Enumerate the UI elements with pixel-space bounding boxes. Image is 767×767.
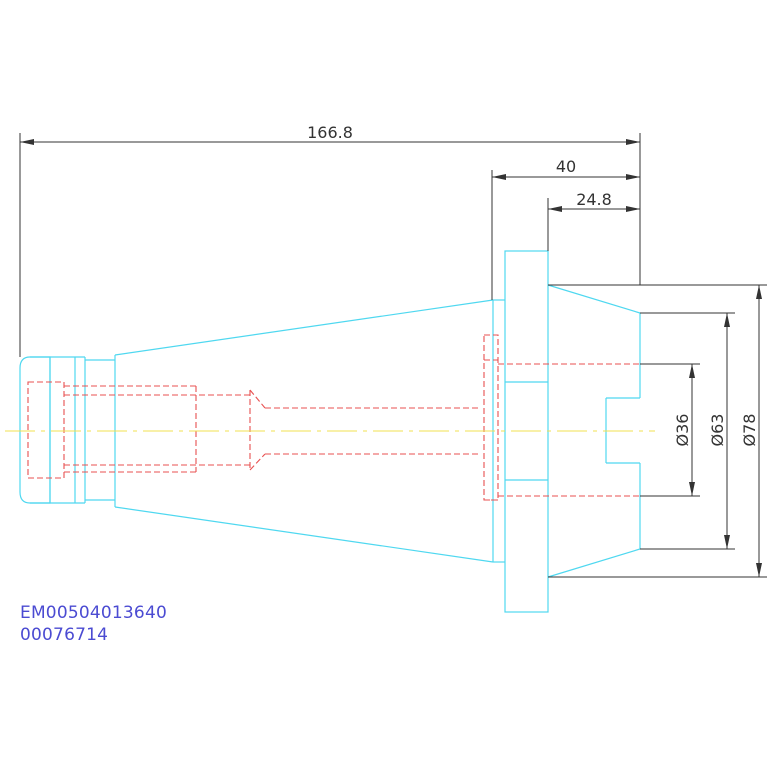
hidden-bore-lines (27, 334, 640, 501)
dim-dia-63: Ø63 (708, 414, 727, 447)
dim-dia-36: Ø36 (673, 414, 692, 447)
dim-flange-offset: 24.8 (576, 190, 612, 209)
dimension-lines (19, 133, 767, 578)
dim-overall-length: 166.8 (307, 123, 353, 142)
serial-number: 00076714 (20, 625, 109, 645)
dim-flange-to-end: 40 (556, 157, 576, 176)
part-number: EM00504013640 (20, 603, 167, 623)
holder-outline (19, 250, 641, 613)
dimension-arrows (20, 139, 762, 577)
dim-dia-78: Ø78 (740, 414, 759, 447)
